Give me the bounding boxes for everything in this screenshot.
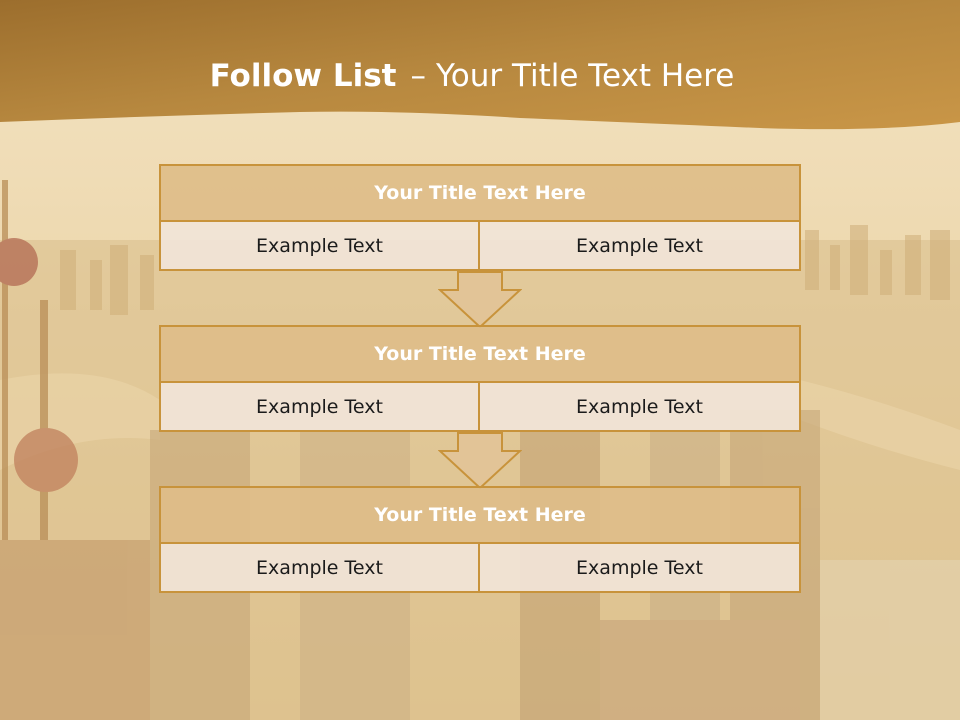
list-block-1: Your Title Text Here Example Text Exampl… — [159, 164, 801, 271]
example-text-cell: Example Text — [478, 383, 801, 432]
down-arrow-icon — [438, 432, 522, 490]
example-text-cell: Example Text — [159, 383, 480, 432]
example-text-cell: Example Text — [478, 544, 801, 593]
block-row: Example Text Example Text — [159, 383, 801, 432]
list-block-3: Your Title Text Here Example Text Exampl… — [159, 486, 801, 593]
block-row: Example Text Example Text — [159, 222, 801, 271]
block-title: Your Title Text Here — [159, 164, 801, 222]
example-text-cell: Example Text — [159, 544, 480, 593]
page-title: Follow List–Your Title Text Here — [0, 56, 944, 96]
example-text-cell: Example Text — [159, 222, 480, 271]
block-title: Your Title Text Here — [159, 325, 801, 383]
block-row: Example Text Example Text — [159, 544, 801, 593]
title-bold: Follow List — [209, 58, 397, 94]
block-title: Your Title Text Here — [159, 486, 801, 544]
list-block-2: Your Title Text Here Example Text Exampl… — [159, 325, 801, 432]
title-separator: – — [410, 58, 426, 94]
example-text-cell: Example Text — [478, 222, 801, 271]
down-arrow-icon — [438, 271, 522, 329]
title-rest: Your Title Text Here — [435, 58, 735, 94]
